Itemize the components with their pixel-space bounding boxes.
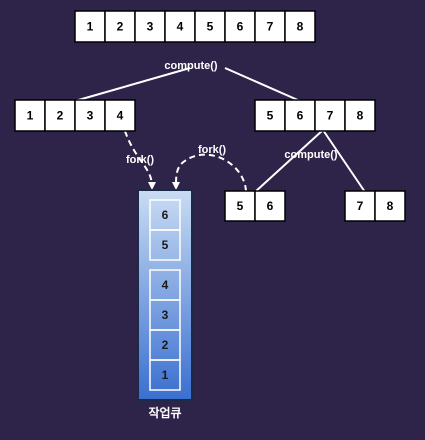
sub-left-array-cell-value: 6	[267, 199, 274, 213]
connector-right-to-sub-right	[322, 129, 366, 193]
sub-right-array-cell-value: 8	[387, 199, 394, 213]
top-array-cell-value: 8	[297, 20, 304, 34]
fork-arrow-right	[172, 153, 247, 192]
top-array-cell-box	[254, 10, 286, 43]
top-array-cell-value: 6	[237, 20, 244, 34]
top-array-cell: 8	[284, 10, 316, 43]
right-array-cell-value: 6	[297, 109, 304, 123]
work-queue-label: 작업큐	[148, 405, 181, 420]
right-array-cell-value: 5	[267, 109, 274, 123]
sub-left-array-cell: 5	[224, 190, 256, 222]
compute-label-right: compute()	[284, 149, 338, 161]
queue-slot: 5	[149, 229, 181, 261]
top-array-cell-value: 2	[117, 20, 124, 34]
queue-lower-slots: 4 3 2 1	[149, 269, 181, 391]
right-array-cell-box	[314, 99, 346, 132]
fork-arrows	[124, 130, 247, 192]
queue-slot-value: 2	[162, 338, 169, 352]
right-array-cell-value: 8	[357, 109, 364, 123]
sub-left-array-cell: 6	[254, 190, 286, 222]
queue-slot-box	[149, 359, 181, 391]
right-array-cell-box	[344, 99, 376, 132]
left-array-cell: 2	[44, 99, 76, 132]
top-array-row: 1 2 3 4 5 6 7 8	[74, 10, 316, 43]
top-array-cell: 6	[224, 10, 256, 43]
top-array-cell-box	[134, 10, 166, 43]
queue-slot-value: 1	[162, 368, 169, 382]
top-array-cell: 4	[164, 10, 196, 43]
left-array-cell-value: 4	[117, 109, 124, 123]
top-array-cell: 7	[254, 10, 286, 43]
left-array-cell-value: 2	[57, 109, 64, 123]
left-array-cell-value: 1	[27, 109, 34, 123]
left-array-cell-value: 3	[87, 109, 94, 123]
tree-connectors	[74, 67, 366, 193]
connector-top-to-left	[74, 67, 191, 102]
top-array-cell-box	[194, 10, 226, 43]
left-array-cell: 3	[74, 99, 106, 132]
work-queue-body	[137, 189, 193, 401]
right-array-cell: 6	[284, 99, 316, 132]
sub-left-array-cell-value: 5	[237, 199, 244, 213]
sub-right-array-cell: 7	[344, 190, 376, 222]
right-array-cell-box	[254, 99, 286, 132]
top-array-cell-box	[284, 10, 316, 43]
queue-upper-slots: 65	[149, 199, 181, 261]
right-array-row: 5 6 7 8	[254, 99, 376, 132]
top-array-cell: 2	[104, 10, 136, 43]
left-array-cell-box	[74, 99, 106, 132]
queue-slot: 1	[149, 359, 181, 391]
right-array-cell-value: 7	[327, 109, 334, 123]
queue-slot-value: 6	[162, 208, 169, 222]
queue-slot-value: 5	[162, 238, 169, 252]
left-array-cell-box	[104, 99, 136, 132]
fork-label-left: fork()	[126, 154, 154, 166]
sub-right-array-cell-value: 7	[357, 199, 364, 213]
sub-right-array-cell-box	[344, 190, 376, 222]
left-array-row: 1 2 3 4	[14, 99, 136, 132]
top-array-cell-value: 7	[267, 20, 274, 34]
sub-right-array-cell: 8	[374, 190, 406, 222]
top-array-cell: 1	[74, 10, 106, 43]
right-array-cell: 7	[314, 99, 346, 132]
left-array-cell: 4	[104, 99, 136, 132]
top-array-cell-value: 1	[87, 20, 94, 34]
connector-top-to-right	[224, 67, 301, 102]
top-array-cell-value: 3	[147, 20, 154, 34]
left-array-cell: 1	[14, 99, 46, 132]
top-array-cell-value: 4	[177, 20, 184, 34]
sub-right-array-cell-box	[374, 190, 406, 222]
compute-label-top: compute()	[164, 60, 218, 72]
top-array-cell: 5	[194, 10, 226, 43]
sub-left-array-cell-box	[254, 190, 286, 222]
right-array-cell: 5	[254, 99, 286, 132]
fork-label-right: fork()	[198, 144, 226, 156]
queue-slot-value: 4	[162, 278, 169, 292]
right-array-cell: 8	[344, 99, 376, 132]
connector-right-to-sub-left	[254, 129, 324, 193]
queue-slot-value: 3	[162, 308, 169, 322]
queue-slot-box	[149, 229, 181, 261]
top-array-cell-value: 5	[207, 20, 214, 34]
top-array-cell: 3	[134, 10, 166, 43]
